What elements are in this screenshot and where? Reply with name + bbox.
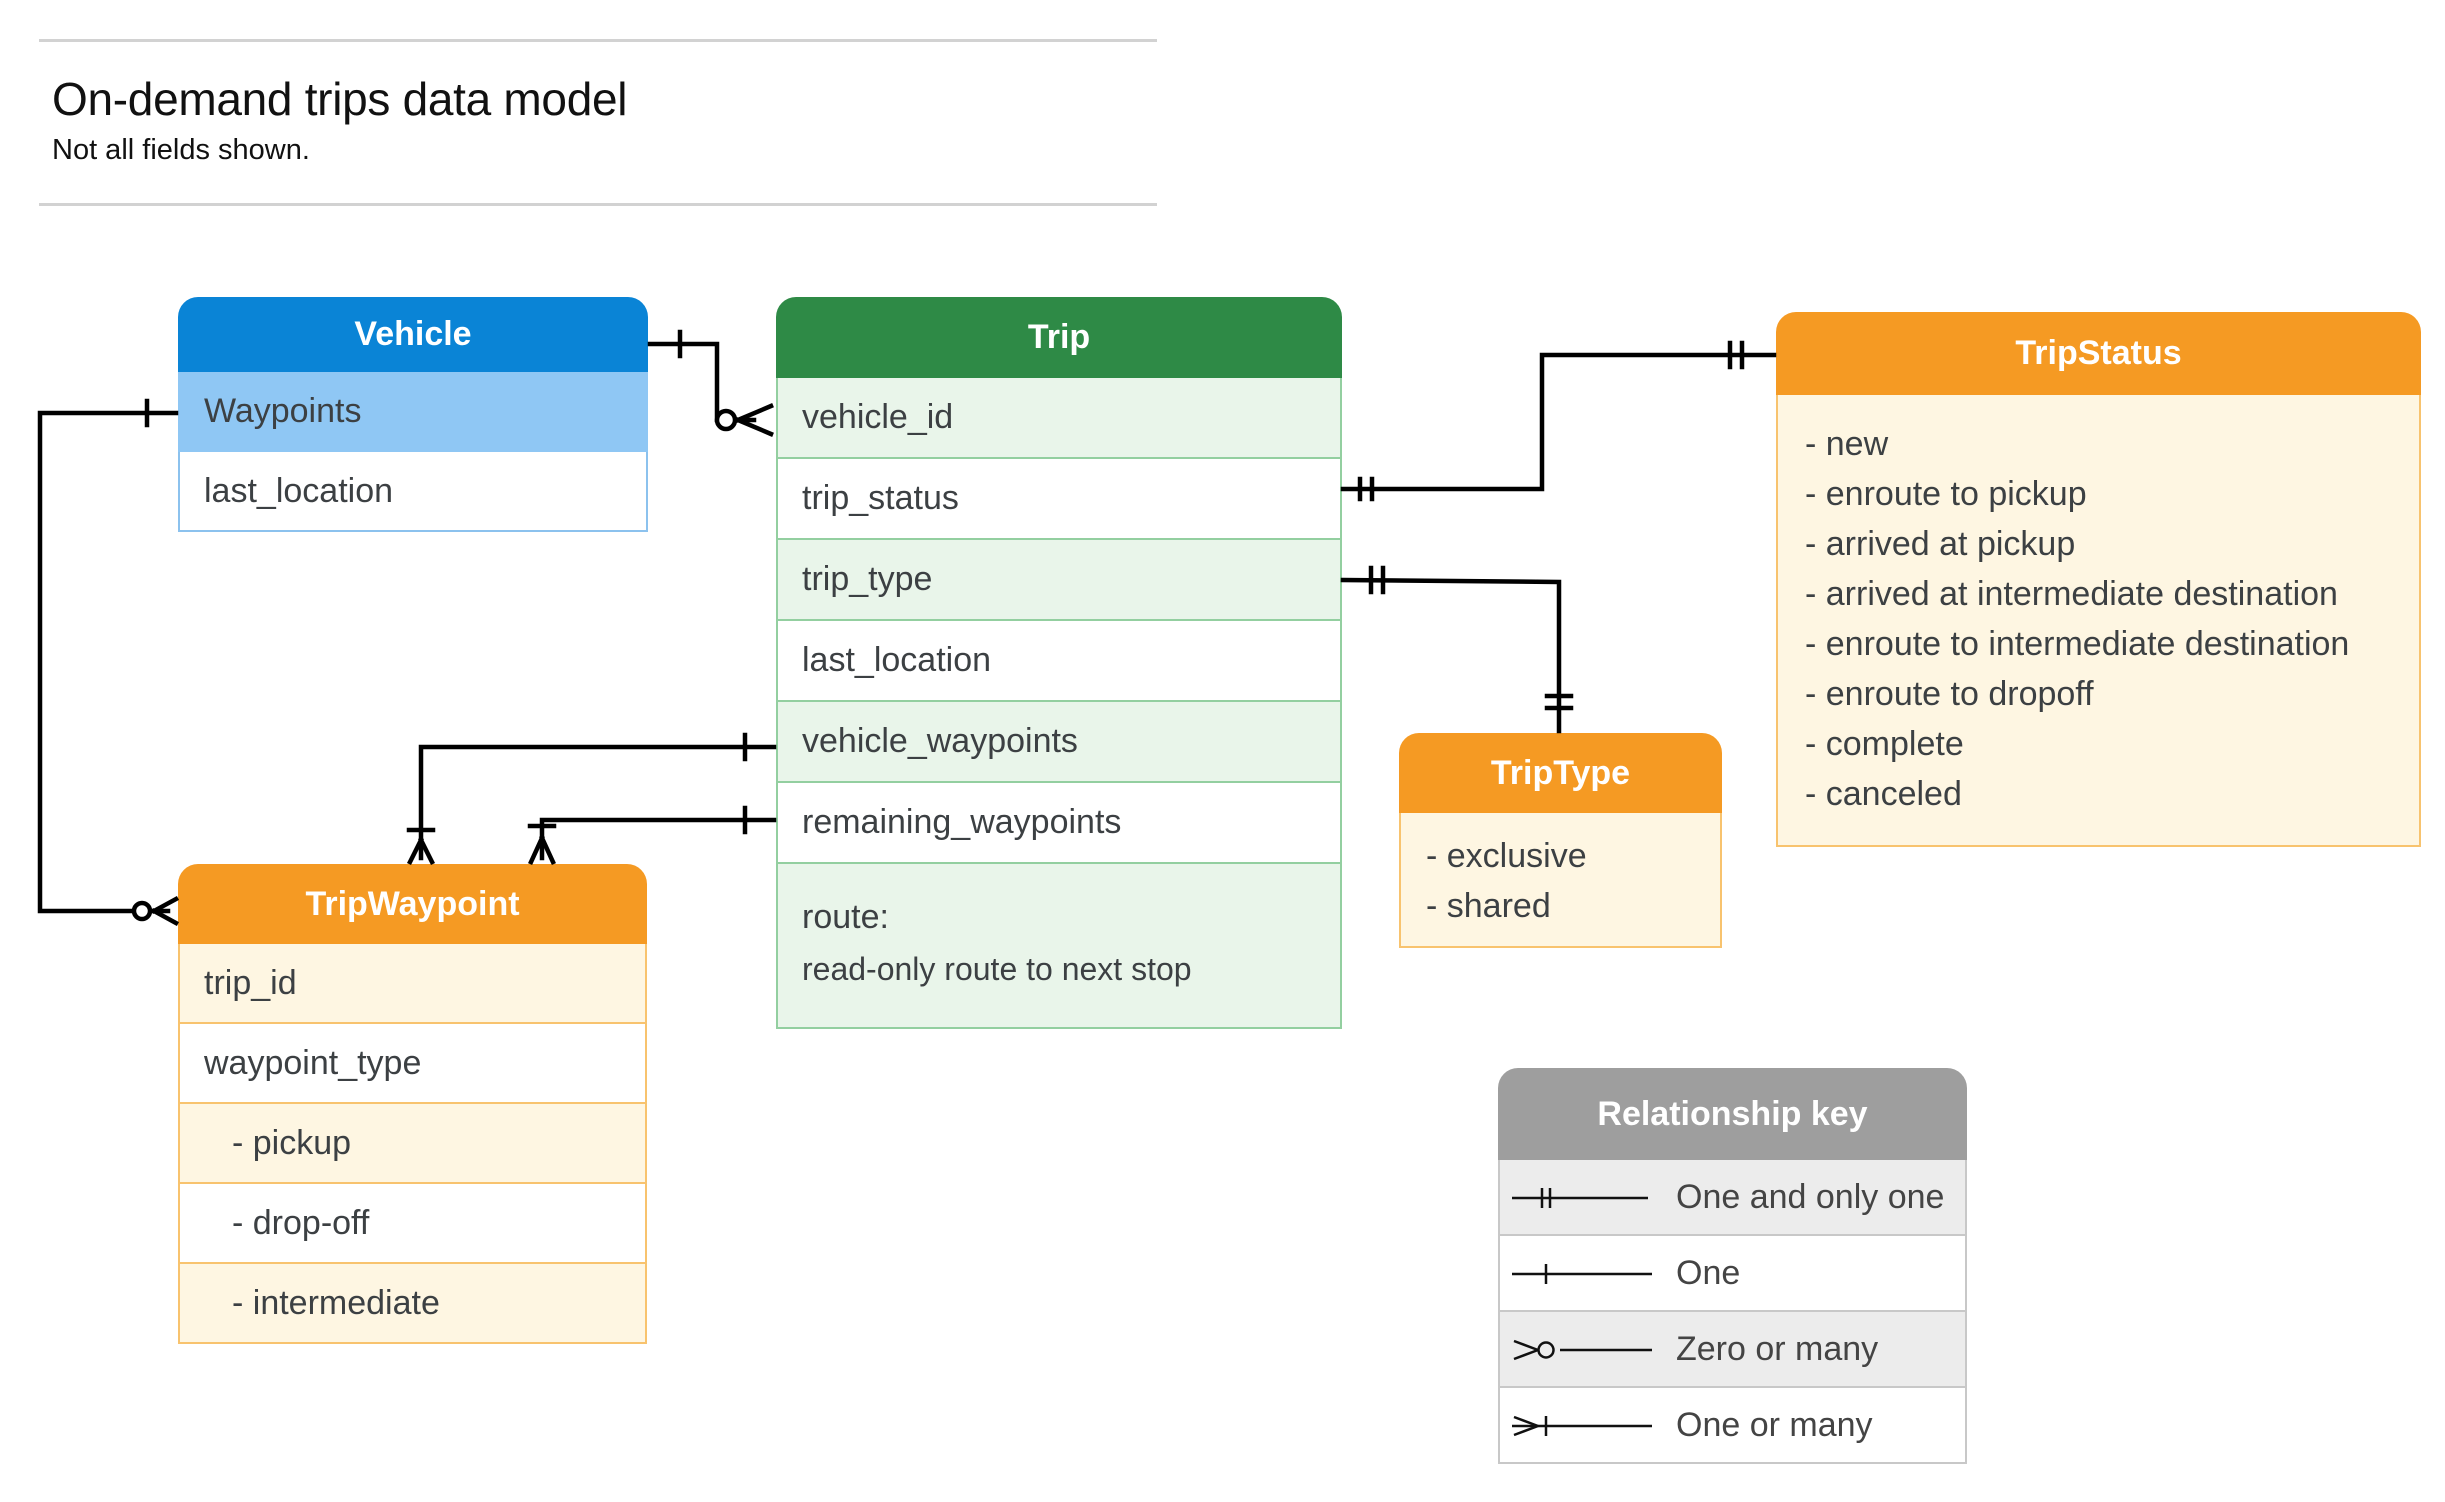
tripstatus-value: - canceled xyxy=(1805,775,1962,813)
vehicle-waypoints-connector xyxy=(37,398,180,927)
vehicle-entity-header: Vehicle xyxy=(178,297,648,372)
triptype-values: - exclusive - shared xyxy=(1399,813,1722,948)
page-title: On-demand trips data model xyxy=(52,73,628,125)
trip-entity-header: Trip xyxy=(776,297,1342,378)
trip-field-remaining-waypoints: remaining_waypoints xyxy=(776,783,1342,864)
triptype-entity-header: TripType xyxy=(1399,733,1722,813)
bottom-rule xyxy=(39,203,1157,206)
tripstatus-value: - enroute to pickup xyxy=(1805,475,2087,513)
triptype-entity: TripType - exclusive - shared xyxy=(1399,733,1722,948)
tripstatus-value: - enroute to intermediate destination xyxy=(1805,625,2350,663)
remaining-waypoints-connector xyxy=(527,805,777,865)
key-label: Zero or many xyxy=(1676,1329,1879,1368)
relationship-key-header: Relationship key xyxy=(1498,1068,1967,1160)
tripstatus-entity-header: TripStatus xyxy=(1776,312,2421,395)
key-label: One xyxy=(1676,1253,1741,1292)
trip-field-last-location: last_location xyxy=(776,621,1342,702)
key-row-one-and-only-one: One and only one xyxy=(1498,1160,1967,1236)
tripwaypoint-value-intermediate: - intermediate xyxy=(178,1264,647,1344)
tripstatus-value: - arrived at pickup xyxy=(1805,525,2076,563)
tripstatus-value: - enroute to dropoff xyxy=(1805,675,2094,713)
top-rule xyxy=(39,39,1157,42)
vehicle-waypoints-trip-connector xyxy=(406,732,777,866)
triptype-value: - exclusive xyxy=(1426,837,1587,875)
tripstatus-values: - new - enroute to pickup - arrived at p… xyxy=(1776,395,2421,847)
trip-field-vehicle-id: vehicle_id xyxy=(776,378,1342,459)
tripwaypoint-entity: TripWaypoint trip_id waypoint_type - pic… xyxy=(178,864,647,1344)
vehicle-trip-connector xyxy=(647,329,774,437)
trip-route-label: route: xyxy=(802,898,889,936)
trip-entity: Trip vehicle_id trip_status trip_type la… xyxy=(776,297,1342,1029)
vehicle-field-last-location: last_location xyxy=(178,452,648,532)
key-row-zero-or-many: Zero or many xyxy=(1498,1312,1967,1388)
tripwaypoint-value-pickup: - pickup xyxy=(178,1104,647,1184)
triptype-value: - shared xyxy=(1426,887,1551,925)
trip-field-trip-status: trip_status xyxy=(776,459,1342,540)
tripwaypoint-field-waypoint-type: waypoint_type xyxy=(178,1024,647,1104)
one-symbol-icon xyxy=(1512,1264,1652,1284)
one-and-only-one-symbol-icon xyxy=(1512,1188,1648,1208)
trip-status-connector xyxy=(1340,340,1777,502)
trip-field-route: route: read-only route to next stop xyxy=(776,864,1342,1029)
relationship-key: Relationship key One and only one One Ze… xyxy=(1498,1068,1967,1464)
tripstatus-entity: TripStatus - new - enroute to pickup - a… xyxy=(1776,312,2421,847)
trip-field-trip-type: trip_type xyxy=(776,540,1342,621)
tripstatus-value: - arrived at intermediate destination xyxy=(1805,575,2338,613)
tripstatus-value: - new xyxy=(1805,425,1889,463)
trip-field-vehicle-waypoints: vehicle_waypoints xyxy=(776,702,1342,783)
vehicle-field-waypoints: Waypoints xyxy=(178,372,648,452)
tripwaypoint-value-drop-off: - drop-off xyxy=(178,1184,647,1264)
page-subtitle: Not all fields shown. xyxy=(52,134,310,166)
zero-or-many-symbol-icon xyxy=(1513,1339,1652,1361)
tripwaypoint-entity-header: TripWaypoint xyxy=(178,864,647,944)
key-label: One or many xyxy=(1676,1405,1873,1444)
key-row-one: One xyxy=(1498,1236,1967,1312)
trip-type-connector xyxy=(1340,565,1574,734)
trip-route-description: read-only route to next stop xyxy=(802,951,1192,987)
key-label: One and only one xyxy=(1676,1177,1945,1216)
key-row-one-or-many: One or many xyxy=(1498,1388,1967,1464)
tripwaypoint-field-trip-id: trip_id xyxy=(178,944,647,1024)
tripstatus-value: - complete xyxy=(1805,725,1964,763)
one-or-many-symbol-icon xyxy=(1512,1415,1652,1437)
vehicle-entity: Vehicle Waypoints last_location xyxy=(178,297,648,532)
